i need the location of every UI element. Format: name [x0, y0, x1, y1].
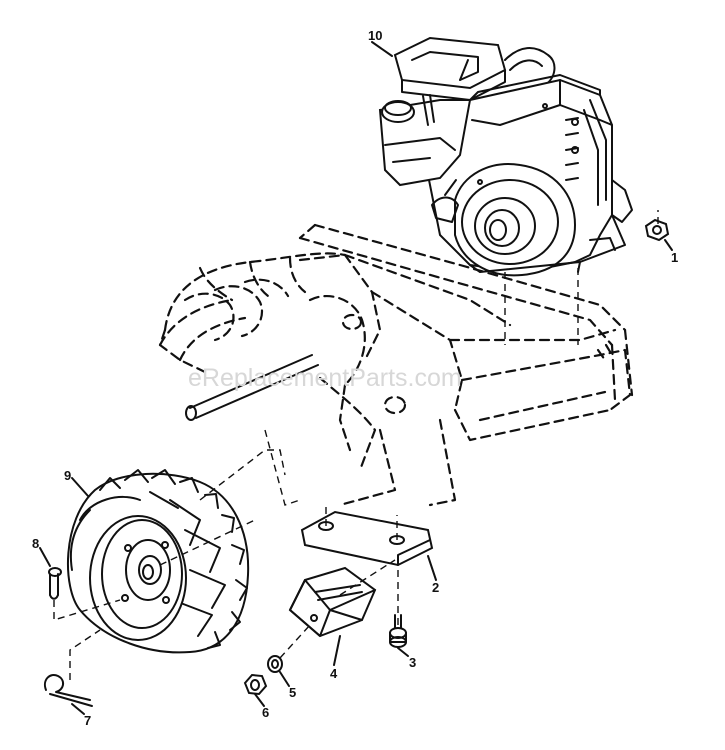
callout-9: 9	[64, 468, 71, 483]
callout-2: 2	[432, 580, 439, 595]
nut-6	[243, 673, 268, 696]
bolt-3	[389, 570, 407, 648]
callout-4: 4	[330, 666, 338, 681]
callout-7: 7	[84, 713, 91, 728]
callout-leaders	[39, 41, 673, 715]
callout-6: 6	[262, 705, 269, 720]
tiller-frame-phantom	[158, 223, 634, 507]
hairpin-cotter-7	[44, 629, 101, 707]
callout-10: 10	[368, 28, 382, 43]
wheel-assembly	[66, 429, 301, 654]
engine	[378, 36, 633, 277]
callout-8: 8	[32, 536, 39, 551]
washer-5	[267, 624, 311, 673]
weight-block	[288, 559, 396, 638]
callout-labels: 10 1 2 3 4 5 6 7 8 9	[32, 28, 678, 728]
callout-5: 5	[289, 685, 296, 700]
clevis-pin-8	[48, 567, 121, 621]
engine-mount-leaders	[504, 268, 579, 345]
bracket	[300, 505, 434, 567]
callout-1: 1	[671, 250, 678, 265]
callout-3: 3	[409, 655, 416, 670]
watermark-text: eReplacementParts.com	[188, 364, 462, 392]
nut-1	[644, 210, 670, 242]
